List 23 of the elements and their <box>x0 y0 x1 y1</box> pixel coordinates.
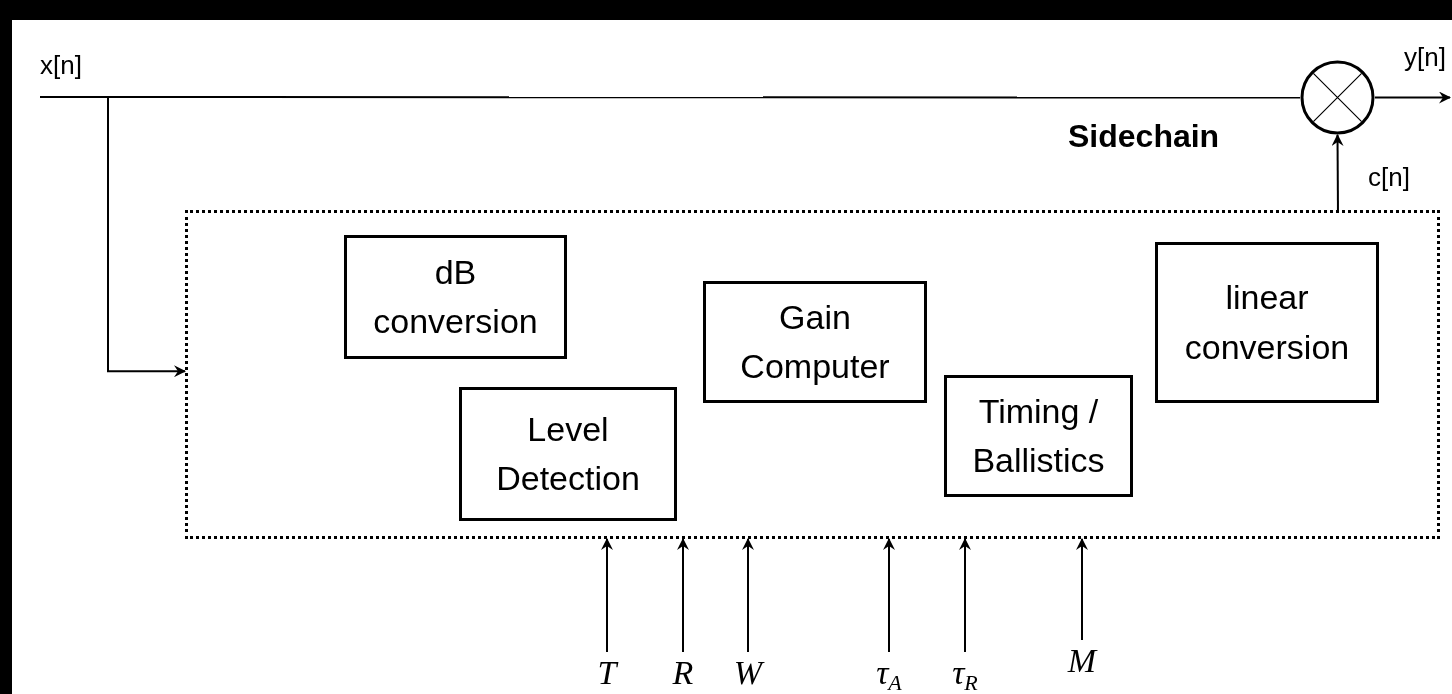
arrow <box>742 538 754 653</box>
parameter-label: τ$_{A}$ <box>862 652 916 694</box>
process-box: Level Detection <box>459 387 677 521</box>
parameter-label: τ$_{R}$ <box>938 652 992 694</box>
arrow <box>1331 134 1344 211</box>
multiplier-circle <box>1300 60 1375 135</box>
process-box: Timing / Ballistics <box>944 375 1133 497</box>
parameter-label: W <box>725 652 771 694</box>
signal-label: x[n] <box>40 50 120 97</box>
arrow <box>677 538 689 653</box>
parameter-label: M <box>1058 640 1106 682</box>
arrow <box>883 538 895 653</box>
arrow <box>1076 538 1088 641</box>
parameter-label: T <box>587 652 627 694</box>
parameter-label: R <box>663 652 703 694</box>
group-heading: Sidechain <box>1068 118 1220 155</box>
arrow <box>107 96 186 378</box>
arrow <box>601 538 613 653</box>
process-box: Gain Computer <box>703 281 927 403</box>
process-box: linear conversion <box>1155 242 1379 403</box>
process-box: dB conversion <box>344 235 567 359</box>
arrow <box>959 538 971 653</box>
arrow <box>1374 91 1451 104</box>
